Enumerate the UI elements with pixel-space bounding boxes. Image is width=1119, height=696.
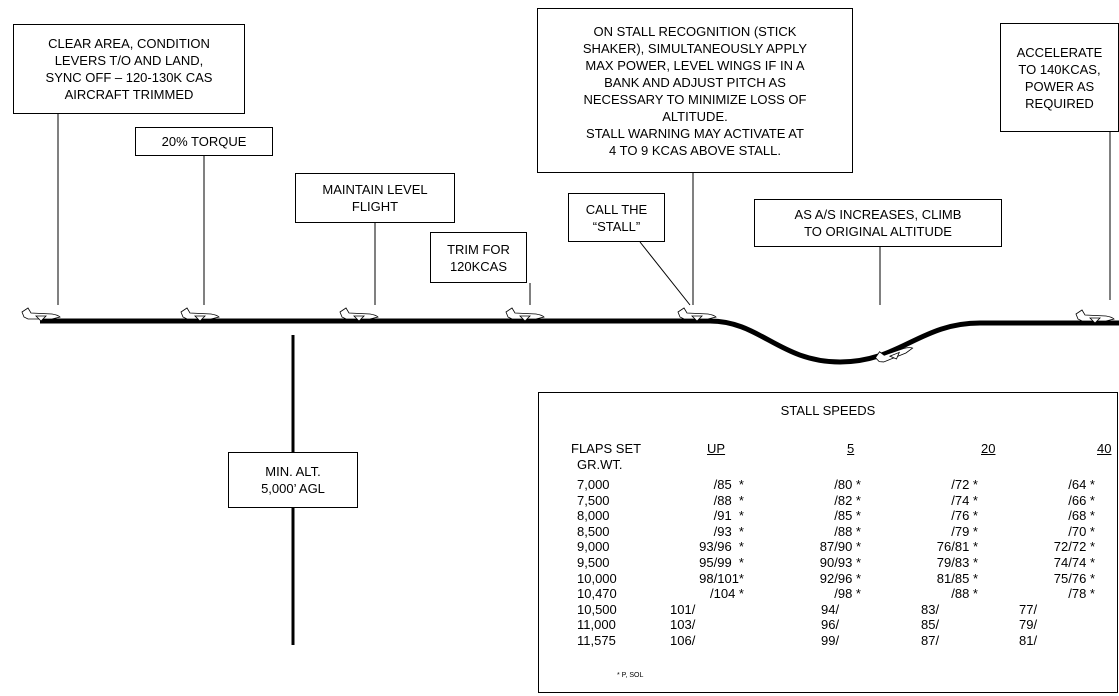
torque-text: 20% TORQUE bbox=[161, 134, 247, 149]
accelerate-text: ACCELERATE TO 140KCAS, POWER AS REQUIRED bbox=[1016, 44, 1103, 111]
speed-cell: 81/85 * bbox=[936, 570, 978, 586]
speed-cell: 96/ bbox=[821, 617, 840, 633]
speed-cell: /82 * bbox=[834, 492, 861, 508]
speed-cell: /85 * bbox=[834, 508, 861, 524]
weight-cell: 8,000 bbox=[577, 508, 610, 524]
torque-box: 20% TORQUE bbox=[135, 127, 273, 156]
speed-cell: 74/74 * bbox=[1053, 555, 1095, 570]
stall-recognition-box: ON STALL RECOGNITION (STICK SHAKER), SIM… bbox=[537, 8, 853, 173]
speed-cell: 90/93 * bbox=[819, 555, 861, 570]
stall-recognition-text: ON STALL RECOGNITION (STICK SHAKER), SIM… bbox=[582, 23, 808, 158]
column-header: 20 bbox=[981, 441, 996, 456]
gross-weight-label: GR.WT. bbox=[577, 457, 623, 472]
speed-cell: 81/ bbox=[1019, 633, 1038, 648]
speed-cell: 95/99 * bbox=[699, 555, 744, 570]
weight-cell: 7,000 bbox=[577, 477, 610, 492]
footnote: * P, SOL bbox=[617, 672, 644, 679]
speed-cell: 101/ bbox=[670, 601, 696, 617]
weight-cell: 10,470 bbox=[577, 586, 617, 602]
speed-cell: /78 * bbox=[1068, 586, 1095, 602]
weight-cell: 10,000 bbox=[577, 570, 617, 586]
speed-cell: /79 * bbox=[951, 523, 978, 539]
column-header: 5 bbox=[847, 441, 855, 456]
accelerate-box: ACCELERATE TO 140KCAS, POWER AS REQUIRED bbox=[1000, 23, 1119, 132]
speed-cell: /74 * bbox=[951, 492, 978, 508]
speed-cell: 72/72 * bbox=[1053, 539, 1095, 555]
speed-cell: 106/ bbox=[670, 633, 696, 648]
speed-cell: /64 * bbox=[1068, 477, 1095, 492]
speed-cell: /85 * bbox=[713, 477, 744, 492]
speed-cell: /88 * bbox=[713, 492, 744, 508]
speed-cell: 93/96 * bbox=[699, 539, 744, 555]
clear-area-box: CLEAR AREA, CONDITION LEVERS T/O AND LAN… bbox=[13, 24, 245, 114]
speed-cell: /66 * bbox=[1068, 492, 1095, 508]
weight-cell: 11,575 bbox=[577, 633, 616, 648]
speed-cell: /98 * bbox=[834, 586, 861, 602]
speed-cell: 94/ bbox=[821, 601, 840, 617]
speed-cell: 87/90 * bbox=[819, 539, 861, 555]
climb-text: AS A/S INCREASES, CLIMB TO ORIGINAL ALTI… bbox=[794, 207, 962, 239]
speed-cell: /88 * bbox=[834, 523, 861, 539]
speed-cell: /104 * bbox=[710, 586, 744, 602]
speed-cell: 79/83 * bbox=[936, 555, 978, 570]
speed-cell: /68 * bbox=[1068, 508, 1095, 524]
speed-cell: 83/ bbox=[921, 601, 940, 617]
speed-cell: 85/ bbox=[921, 617, 940, 633]
weight-cell: 8,500 bbox=[577, 523, 610, 539]
speed-cell: /76 * bbox=[951, 508, 978, 524]
stall-speeds-table: STALL SPEEDS FLAPS SET GR.WT. UP 5 20 40… bbox=[538, 392, 1118, 693]
weight-cell: 11,000 bbox=[577, 617, 616, 633]
weight-cell: 9,500 bbox=[577, 555, 610, 570]
column-header: 40 bbox=[1097, 441, 1112, 456]
trim-box: TRIM FOR 120KCAS bbox=[430, 232, 527, 283]
speed-cell: 92/96 * bbox=[819, 570, 861, 586]
speed-cell: 103/ bbox=[670, 617, 696, 633]
speed-cell: /70 * bbox=[1068, 523, 1095, 539]
speed-cell: 79/ bbox=[1019, 617, 1038, 633]
speed-cell: /80 * bbox=[834, 477, 861, 492]
speed-cell: 76/81 * bbox=[936, 539, 978, 555]
flight-path bbox=[40, 318, 1119, 365]
call-stall-box: CALL THE “STALL” bbox=[568, 193, 665, 242]
speed-cell: /93 * bbox=[713, 523, 744, 539]
speed-cell: /88 * bbox=[951, 586, 978, 602]
weight-cell: 9,000 bbox=[577, 539, 610, 555]
speed-cell: 99/ bbox=[821, 633, 840, 648]
maintain-level-box: MAINTAIN LEVEL FLIGHT bbox=[295, 173, 455, 223]
maintain-level-text: MAINTAIN LEVEL FLIGHT bbox=[322, 182, 428, 214]
speed-cell: 77/ bbox=[1019, 601, 1038, 617]
clear-area-text: CLEAR AREA, CONDITION LEVERS T/O AND LAN… bbox=[45, 36, 213, 102]
speed-cell: 75/76 * bbox=[1053, 570, 1095, 586]
weight-cell: 7,500 bbox=[577, 492, 610, 508]
speed-cell: /72 * bbox=[951, 477, 978, 492]
weight-cell: 10,500 bbox=[577, 601, 617, 617]
speed-cell: 98/101* bbox=[699, 570, 744, 586]
min-altitude-box: MIN. ALT. 5,000’ AGL bbox=[228, 452, 358, 508]
min-altitude-text: MIN. ALT. 5,000’ AGL bbox=[261, 464, 325, 496]
trim-text: TRIM FOR 120KCAS bbox=[447, 241, 510, 274]
leader-lines bbox=[57, 114, 1111, 306]
table-title: STALL SPEEDS bbox=[780, 403, 876, 418]
speed-cell: /91 * bbox=[713, 508, 744, 524]
column-header: UP bbox=[707, 441, 726, 456]
call-stall-text: CALL THE “STALL” bbox=[585, 201, 648, 234]
speed-cell: 87/ bbox=[921, 633, 940, 648]
flaps-set-label: FLAPS SET bbox=[571, 441, 642, 456]
climb-box: AS A/S INCREASES, CLIMB TO ORIGINAL ALTI… bbox=[754, 199, 1002, 247]
